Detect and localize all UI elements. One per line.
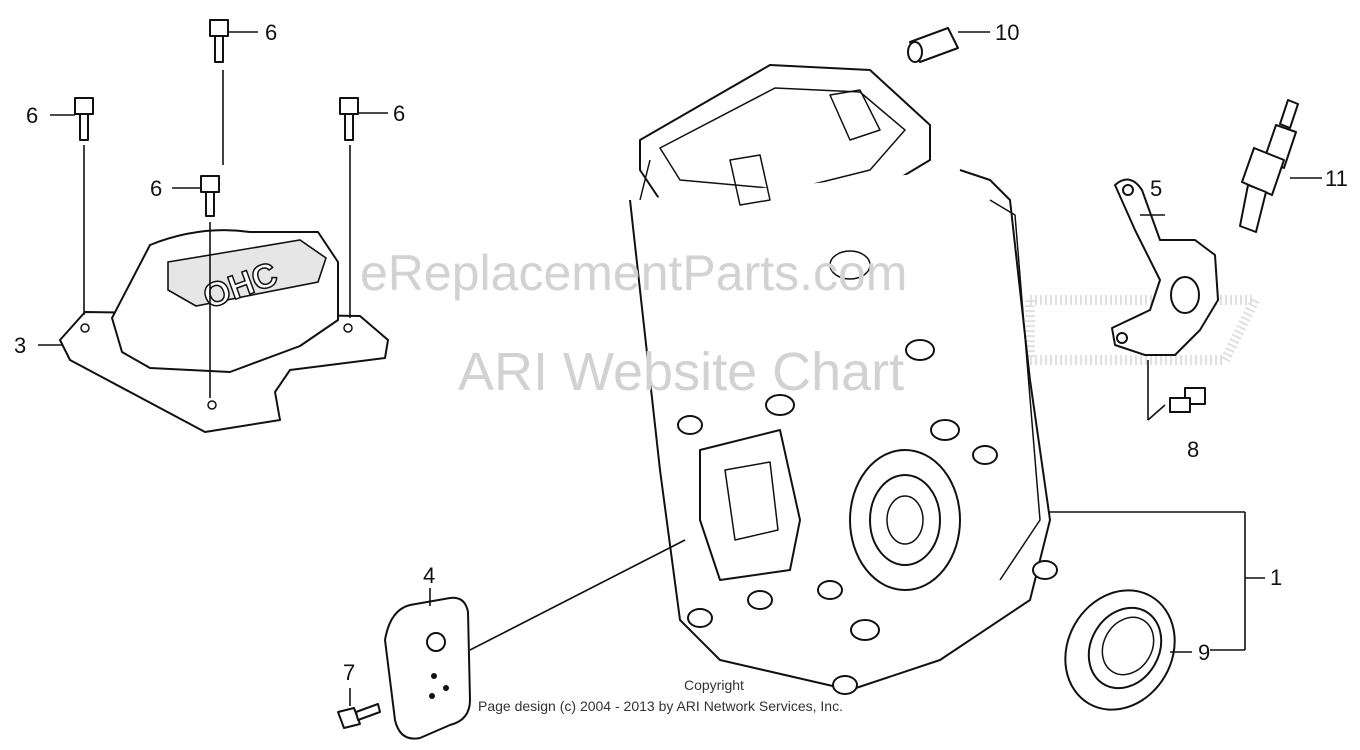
callout-9: 9 — [1198, 640, 1210, 665]
callout-1: 1 — [1270, 565, 1282, 590]
callout-3: 3 — [14, 333, 26, 358]
callout-7: 7 — [343, 660, 355, 685]
spark-plug-part — [1239, 99, 1322, 233]
callout-6c: 6 — [393, 101, 405, 126]
valve-cover-part: OHC — [59, 229, 389, 433]
callout-10: 10 — [995, 20, 1019, 45]
callout-6a: 6 — [265, 20, 277, 45]
bolt-6-left — [74, 97, 94, 141]
watermark-line-1: eReplacementParts.com — [360, 245, 907, 301]
callout-5: 5 — [1150, 176, 1162, 201]
callout-bracket-1 — [1048, 511, 1265, 651]
callout-6d: 6 — [150, 176, 162, 201]
callout-11: 11 — [1325, 166, 1348, 191]
bolt-8-part — [1147, 387, 1206, 421]
bolt-6-center — [200, 175, 220, 217]
copyright-line-1: Copyright — [684, 677, 744, 693]
bracket-part — [1111, 178, 1219, 420]
watermark-line-2: ARI Website Chart — [458, 342, 904, 402]
callout-6b: 6 — [26, 103, 38, 128]
leader-lines-left — [38, 31, 388, 398]
oil-seal-part — [1064, 589, 1192, 711]
bolt-7-part — [337, 688, 381, 729]
bolt-6-right — [339, 97, 359, 141]
copyright-line-2: Page design (c) 2004 - 2013 by ARI Netwo… — [478, 698, 843, 714]
bolt-6-top — [209, 19, 229, 63]
callout-4: 4 — [423, 563, 435, 588]
dowel-pin-part — [907, 27, 990, 63]
plate-part — [384, 539, 686, 740]
callout-8: 8 — [1187, 437, 1199, 462]
cylinder-block-part — [629, 64, 1058, 695]
